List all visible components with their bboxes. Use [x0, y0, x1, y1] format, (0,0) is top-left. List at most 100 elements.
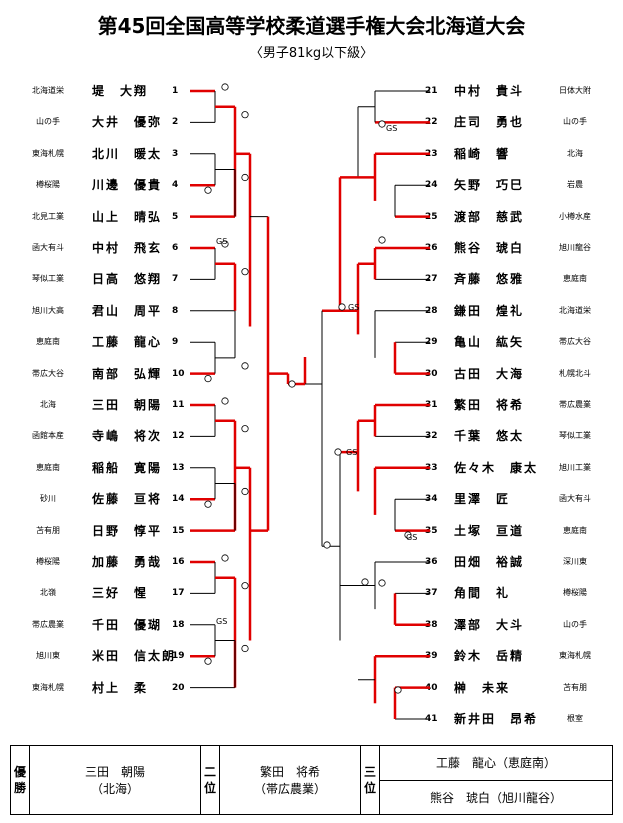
entrant-name: 米田 信太朗: [92, 649, 177, 664]
entrant-name: 新井田 昂希: [454, 712, 539, 726]
entrant-name: 寺嶋 将次: [92, 429, 163, 444]
second-place-label: 二位: [200, 745, 220, 815]
win-mark: [221, 554, 229, 562]
entrant-number: 1: [172, 86, 179, 96]
entrant-school: 函大有斗: [559, 494, 591, 504]
entrant-number: 36: [425, 557, 438, 567]
entrant-name: 南部 弘輝: [92, 366, 163, 381]
entrant-name: 三田 朝陽: [92, 398, 163, 412]
entrant-number: 11: [172, 400, 185, 410]
entrant-school: 苫有朋: [36, 525, 60, 535]
entrant-name: 日野 惇平: [92, 523, 163, 538]
entrant-school: 旭川工業: [559, 462, 591, 472]
entrant-name: 佐藤 亘将: [92, 492, 163, 507]
entrant-school: 帯広農業: [559, 400, 591, 409]
entrant-number: 7: [172, 274, 179, 285]
win-mark: [378, 579, 386, 587]
entrant-number: 21: [425, 86, 438, 96]
win-mark: [378, 236, 386, 244]
entrant-school: 苫有朋: [563, 682, 587, 692]
entrant-number: 22: [425, 117, 438, 128]
entrant-number: 19: [172, 651, 185, 662]
entrant-school: 北海: [40, 400, 56, 409]
entrant-number: 25: [425, 211, 438, 222]
first-place-name: 三田 朝陽: [84, 765, 145, 779]
entrant-school: 帯広大谷: [32, 368, 64, 378]
entrant-name: 千葉 悠太: [454, 429, 525, 444]
golden-score-mark: GS: [216, 617, 227, 626]
entrant-school: 恵庭南: [563, 274, 587, 284]
entrant-school: 山の手: [36, 117, 60, 127]
right-entrant-row: 36 田畑 裕誠 深川東: [420, 553, 623, 571]
entrant-name: 工藤 龍心: [92, 335, 163, 350]
entrant-number: 31: [425, 400, 438, 410]
win-mark: [241, 582, 249, 590]
left-entrant-row: 帯広大谷 南部 弘輝 10: [0, 365, 200, 383]
entrant-name: 古田 大海: [454, 366, 525, 381]
entrant-school: 琴似工業: [559, 431, 591, 441]
win-mark: [394, 686, 402, 694]
results-table: 優勝 三田 朝陽 （北海） 二位 繁田 将希 （帯広農業） 三位 工藤 龍心（恵…: [10, 745, 613, 815]
entrant-name: 里澤 匠: [454, 492, 511, 507]
entrant-name: 村上 柔: [92, 680, 149, 695]
third-place-2: 熊谷 琥白（旭川龍谷）: [379, 779, 613, 815]
entrant-school: 恵庭南: [36, 462, 60, 472]
first-place-label: 優勝: [10, 745, 30, 815]
entrant-name: 稲崎 響: [454, 146, 511, 161]
entrant-number: 32: [425, 431, 438, 442]
entrant-number: 18: [172, 619, 185, 630]
win-mark: [221, 83, 229, 91]
second-place-name: 繁田 将希: [259, 765, 320, 779]
entrant-name: 亀山 紘矢: [454, 335, 525, 350]
entrant-name: 土塚 亘道: [454, 523, 525, 538]
win-mark: [334, 448, 342, 456]
golden-score-mark: GS: [406, 533, 417, 542]
entrant-school: 帯広農業: [32, 619, 64, 629]
entrant-name: 稲船 寛陽: [92, 460, 163, 475]
entrant-number: 10: [172, 368, 185, 379]
golden-score-mark: GS: [346, 448, 357, 457]
win-mark: [241, 268, 249, 276]
entrant-name: 加藤 勇哉: [92, 555, 163, 569]
entrant-name: 北川 暖太: [92, 146, 163, 161]
entrant-number: 6: [172, 243, 179, 253]
entrant-number: 3: [172, 148, 179, 159]
win-mark: [338, 303, 346, 311]
entrant-number: 23: [425, 148, 438, 159]
entrant-school: 樽桜陽: [36, 557, 60, 566]
entrant-number: 24: [425, 180, 438, 191]
second-place-cell: 繁田 将希 （帯広農業）: [219, 745, 361, 815]
entrant-name: 堤 大翔: [92, 84, 149, 98]
win-mark: [323, 541, 331, 549]
entrant-school: 深川東: [563, 557, 587, 566]
entrant-name: 中村 貴斗: [454, 84, 525, 98]
entrant-name: 田畑 裕誠: [454, 555, 525, 569]
entrant-school: 北見工業: [32, 211, 64, 221]
entrant-number: 27: [425, 274, 438, 285]
entrant-name: 庄司 勇也: [454, 115, 525, 130]
entrant-name: 角間 礼: [454, 586, 511, 601]
entrant-number: 28: [425, 305, 438, 316]
entrant-school: 山の手: [563, 619, 587, 629]
entrant-school: 砂川: [40, 494, 56, 504]
page-title: 第45回全国高等学校柔道選手権大会北海道大会: [97, 14, 526, 38]
win-mark: [204, 500, 212, 508]
entrant-name: 佐々木 康太: [454, 460, 539, 475]
entrant-name: 川邊 優貴: [92, 178, 163, 193]
entrant-school: 東海札幌: [32, 148, 64, 158]
